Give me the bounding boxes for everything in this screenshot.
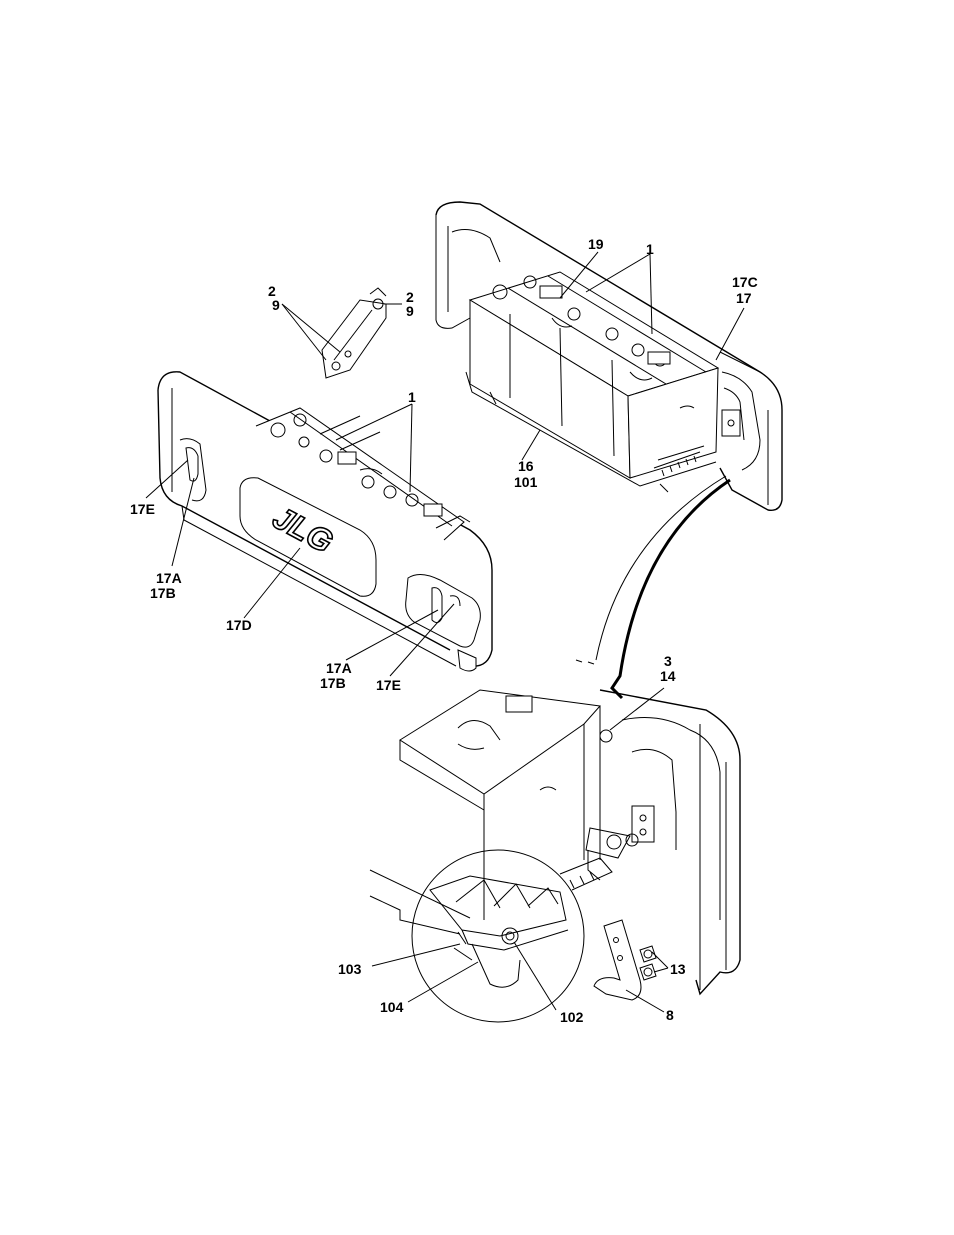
callout-9-right: 9 [406, 303, 414, 319]
callout-16: 16 [518, 458, 534, 474]
callout-17E-left: 17E [130, 501, 155, 517]
callout-17D: 17D [226, 617, 252, 633]
callout-17: 17 [736, 290, 752, 306]
callout-1-mid: 1 [408, 389, 416, 405]
callout-14: 14 [660, 668, 676, 684]
callout-17B-right: 17B [320, 675, 346, 691]
callout-17A-left: 17A [156, 570, 182, 586]
callout-101: 101 [514, 474, 538, 490]
callout-102: 102 [560, 1009, 584, 1025]
callout-17C: 17C [732, 274, 758, 290]
callout-17E-right: 17E [376, 677, 401, 693]
callout-17B-left: 17B [150, 585, 176, 601]
detail-connector [576, 476, 730, 698]
callout-19: 19 [588, 236, 604, 252]
callout-9-left: 9 [272, 297, 280, 313]
rear-batteries [466, 272, 718, 492]
battery-hold-down-clamp [322, 288, 386, 378]
callout-17A-right: 17A [326, 660, 352, 676]
callout-13: 13 [670, 961, 686, 977]
callout-103: 103 [338, 961, 362, 977]
callout-1-top: 1 [646, 241, 654, 257]
callout-3: 3 [664, 653, 672, 669]
callout-8: 8 [666, 1007, 674, 1023]
callout-104: 104 [380, 999, 404, 1015]
